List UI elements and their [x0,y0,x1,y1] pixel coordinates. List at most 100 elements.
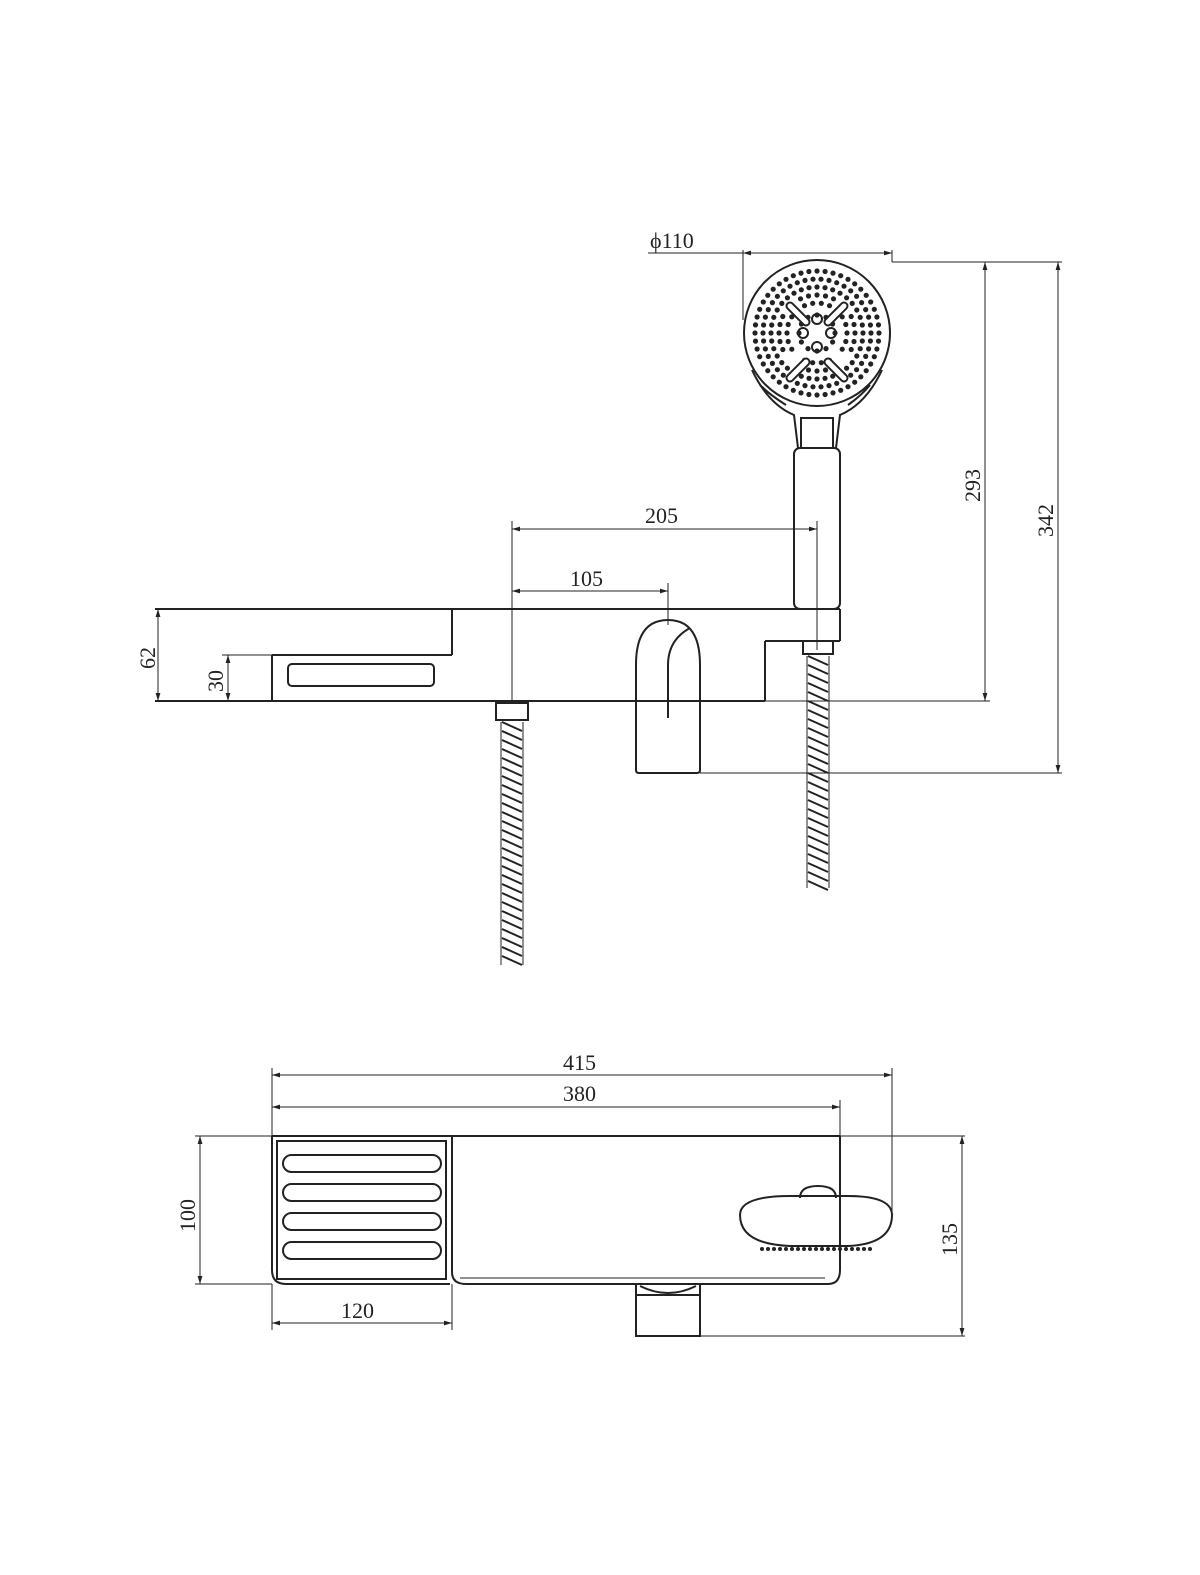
lever-handle [635,618,701,774]
nozzle-dot [806,268,812,275]
nozzle-dot [760,299,766,305]
nozzle-dot [868,299,874,305]
nozzle-dot [785,321,791,328]
nozzle-dot [863,353,869,359]
hose-coil [501,721,523,966]
nozzle-dot [784,330,790,336]
nozzle-dot [798,390,804,396]
nozzle-dot [814,392,820,398]
nozzle-dot [843,321,849,328]
nozzle-dot [768,330,774,336]
nozzle-dot [787,283,793,289]
nozzle-dot [801,303,808,309]
nozzle-dot [818,360,824,366]
nozzle-dot [774,367,781,373]
nozzle-dot [863,292,869,298]
dim-105: 105 [570,566,603,591]
hose-left [500,721,524,966]
nozzle-dot [765,307,771,313]
nozzle-dot [796,1247,800,1251]
nozzle-dot [814,368,820,374]
nozzle-dot [830,373,836,379]
nozzle-dot [820,1247,824,1251]
dim-100: 100 [175,1199,200,1232]
nozzle-dot [826,383,832,389]
dimension-lines-front [155,250,1062,774]
nozzle-dot [808,1247,812,1251]
nozzle-dot [850,1247,854,1251]
nozzle-dot [822,268,828,275]
nozzle-dot [771,314,777,320]
nozzle-dot [818,276,824,282]
nozzle-dot [860,330,866,336]
nozzle-dot [784,365,791,371]
nozzle-dot [854,353,860,359]
nozzle-dot [875,322,882,328]
nozzle-dot [769,338,775,344]
nozzle-dot [805,346,811,352]
nozzle-dot [852,281,858,287]
nozzle-slots [785,301,849,383]
nozzle-dot [784,295,791,301]
nozzle-dot [854,367,860,373]
shelf-slot [287,663,435,687]
nozzle-dot [774,293,781,299]
nozzle-dot [770,286,776,292]
soap-shelf [276,1140,447,1280]
nozzle-dot [760,1247,764,1251]
nozzle-dot [752,338,759,344]
nozzle-dot [778,1247,782,1251]
nozzle-dot [867,322,874,328]
nozzle-dot [822,391,828,398]
nozzle-dot [858,286,864,292]
nozzle-dot [859,300,865,306]
nozzle-dot [776,281,782,287]
nozzle-dot [757,306,763,312]
nozzle-dot [857,346,863,352]
nozzle-ring [825,327,837,339]
nozzle-dot [776,330,782,336]
nozzle-dot [818,384,824,390]
nozzle-dot [760,330,766,336]
nozzle-dot [810,276,816,282]
nozzle-dot [832,1247,836,1251]
nozzle-dot [754,314,760,320]
shower-nozzle-row [760,1247,872,1251]
nozzle-dot [818,300,824,306]
nozzle-dot [770,374,776,380]
nozzle-dot [830,270,836,276]
nozzle-dot [814,268,820,274]
nozzle-dot [769,300,776,306]
nozzle-dot [838,387,844,393]
nozzle-dot [797,296,804,302]
nozzle-dot [771,346,777,352]
nozzle-dot [780,313,786,320]
dim-phi110: ϕ110 [650,228,694,253]
nozzle-dot [802,277,808,283]
nozzle-dot [830,390,836,396]
nozzle-dot [779,300,785,306]
nozzle-dot [822,367,829,373]
nozzle-dot [757,354,763,360]
nozzle-dot [777,338,783,345]
nozzle-dot [790,273,796,279]
nozzle-dot [845,276,851,282]
nozzle-dot [769,360,776,366]
nozzle-dot [789,346,795,352]
nozzle-dot [871,354,877,360]
dim-135: 135 [937,1223,962,1256]
nozzle-dot [874,346,880,352]
nozzle-dot [810,360,816,366]
nozzle-dot [834,280,840,286]
dim-205: 205 [645,503,678,528]
nozzle-dot [848,346,854,353]
nozzle-dot [752,330,758,336]
hose-coil [807,655,829,891]
shower-face [743,259,891,407]
nozzle-dot [839,346,845,352]
nozzle-dot [868,330,874,336]
nozzle-dot [830,287,836,293]
nozzle-dot [868,1247,872,1251]
dimension-lines-top [195,1068,965,1337]
nozzle-dot [857,314,863,320]
